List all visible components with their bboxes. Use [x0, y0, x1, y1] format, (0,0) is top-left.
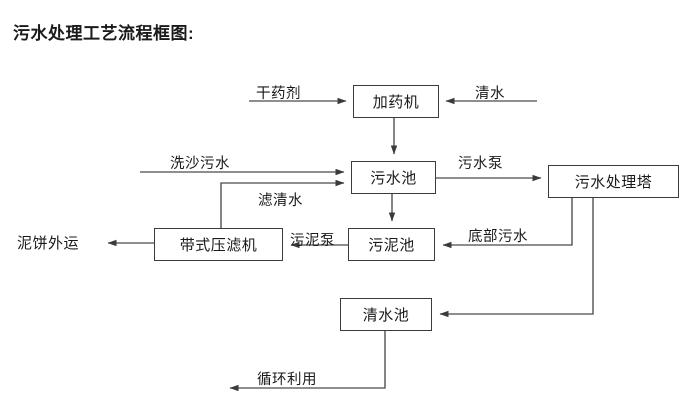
node-label: 清水池: [362, 307, 410, 324]
node-sludge-pool[interactable]: 污泥池: [348, 228, 435, 261]
node-sewage-pool[interactable]: 污水池: [351, 161, 436, 194]
node-label: 带式压滤机: [179, 237, 258, 254]
terminal-label-mud-cake-out: 泥饼外运: [17, 235, 80, 252]
edge-label-sewage-pump: 污水泵: [458, 156, 503, 172]
edge-label-bottom-sewage: 底部污水: [468, 229, 528, 245]
edge-label-recycle-reuse: 循环利用: [257, 372, 317, 388]
edge-bottom-sewage-to-sludge-pool: [442, 198, 573, 249]
page-title: 污水处理工艺流程框图:: [13, 24, 195, 43]
node-dosing-machine[interactable]: 加药机: [353, 85, 439, 118]
edge-filtered-water-to-sewage-pool: [220, 179, 345, 228]
node-label: 污泥池: [368, 237, 415, 254]
edge-label-sludge-pump: 污泥泵: [290, 233, 335, 249]
node-clear-water-pool[interactable]: 清水池: [340, 298, 432, 331]
node-belt-filter-press[interactable]: 带式压滤机: [154, 228, 283, 261]
node-label: 加药机: [372, 94, 420, 111]
node-label: 污水池: [370, 170, 417, 187]
node-label: 污水处理塔: [574, 174, 653, 191]
edge-clear-water-to-recycle: [229, 331, 386, 392]
edge-label-clean-water: 清水: [475, 86, 505, 102]
edge-label-dry-reagent: 干药剂: [256, 86, 301, 102]
edge-label-filtered-water: 滤清水: [258, 193, 303, 209]
edge-tower-to-clear-water-pool: [439, 198, 594, 318]
node-treatment-tower[interactable]: 污水处理塔: [548, 165, 679, 198]
edge-label-sand-wash-sewage: 洗沙污水: [170, 156, 230, 172]
